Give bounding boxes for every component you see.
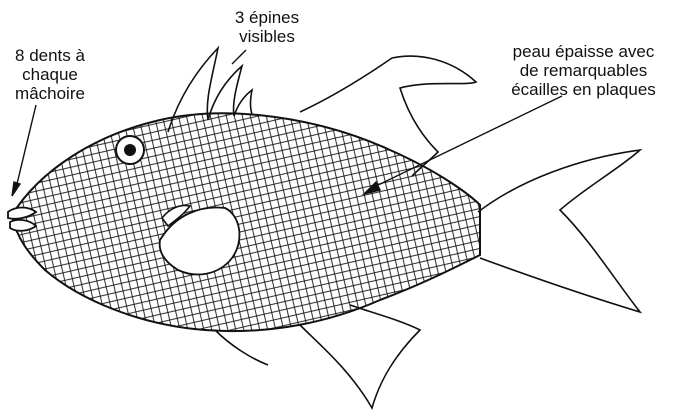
teeth-leader — [16, 105, 36, 188]
pelvic-spine — [215, 330, 268, 365]
tail-fin — [478, 150, 640, 312]
teeth-label-line-2: chaque — [0, 65, 100, 84]
skin-label: peau épaisse avec de remarquables écaill… — [486, 42, 681, 99]
spines-label: 3 épines visibles — [212, 8, 322, 46]
spines-leader — [232, 50, 246, 64]
teeth-label: 8 dents à chaque mâchoire — [0, 46, 100, 103]
teeth-arrowhead — [12, 182, 20, 196]
skin-label-line-2: de remarquables — [486, 61, 681, 80]
skin-label-line-3: écailles en plaques — [486, 80, 681, 99]
pectoral-fin — [160, 206, 240, 275]
spines-label-line-2: visibles — [212, 27, 322, 46]
teeth-label-line-1: 8 dents à — [0, 46, 100, 65]
skin-leader — [372, 96, 562, 188]
spines-label-line-1: 3 épines — [212, 8, 322, 27]
eye — [116, 136, 144, 164]
skin-label-line-1: peau épaisse avec — [486, 42, 681, 61]
teeth-label-line-3: mâchoire — [0, 84, 100, 103]
